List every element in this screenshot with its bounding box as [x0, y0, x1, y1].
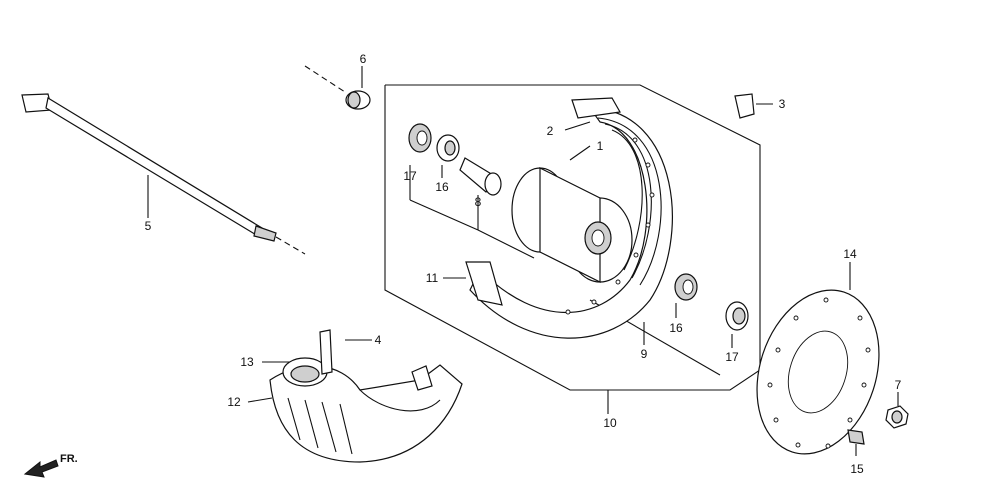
bearing-left-part-16: [436, 134, 460, 162]
callout-3: 3: [779, 97, 786, 111]
nut-part-7: [885, 405, 909, 429]
callout-6: 6: [360, 52, 367, 66]
callout-labels: 1 2 3 4 5 6 7 8 9 10 11 12 13 14 15 16 1…: [145, 52, 902, 476]
seal-right-part-17: [725, 301, 749, 331]
spacer-part-8: [459, 157, 502, 196]
callout-9: 9: [641, 347, 648, 361]
callout-1: 1: [597, 139, 604, 153]
callout-16-left: 16: [435, 180, 449, 194]
callout-11: 11: [426, 271, 439, 285]
callout-8: 8: [475, 195, 482, 209]
tire-part-12: [269, 364, 463, 463]
bearing-left-part-17: [408, 123, 432, 153]
brake-disc-part-14: [756, 289, 880, 455]
direction-label: FR.: [60, 453, 78, 465]
bolt-part-15: [847, 429, 865, 456]
cap-part-3: [734, 93, 773, 119]
callout-14: 14: [843, 247, 857, 261]
collar-part-6: [304, 65, 371, 110]
leader-lines: [147, 121, 899, 414]
callout-10: 10: [603, 416, 617, 430]
axle-part-5: [21, 93, 306, 255]
callout-4: 4: [375, 333, 382, 347]
callout-2: 2: [547, 124, 554, 138]
callout-13: 13: [240, 355, 254, 369]
callout-17-right: 17: [725, 350, 739, 364]
callout-15: 15: [850, 462, 864, 476]
front-direction-arrow: FR.: [23, 453, 78, 478]
wheel-part-9: [465, 97, 673, 339]
callout-7: 7: [895, 378, 902, 392]
callout-17-left: 17: [403, 169, 417, 183]
wheel-hub: [511, 167, 633, 283]
callout-5: 5: [145, 219, 152, 233]
assembly-bracket-outline: [384, 84, 761, 391]
valve-part-4: [319, 329, 333, 375]
tube-part-13: [282, 357, 328, 387]
rim-holes: [565, 137, 655, 315]
callout-12: 12: [227, 395, 241, 409]
callout-16-right: 16: [669, 321, 683, 335]
bearing-right-part-16: [674, 273, 698, 301]
